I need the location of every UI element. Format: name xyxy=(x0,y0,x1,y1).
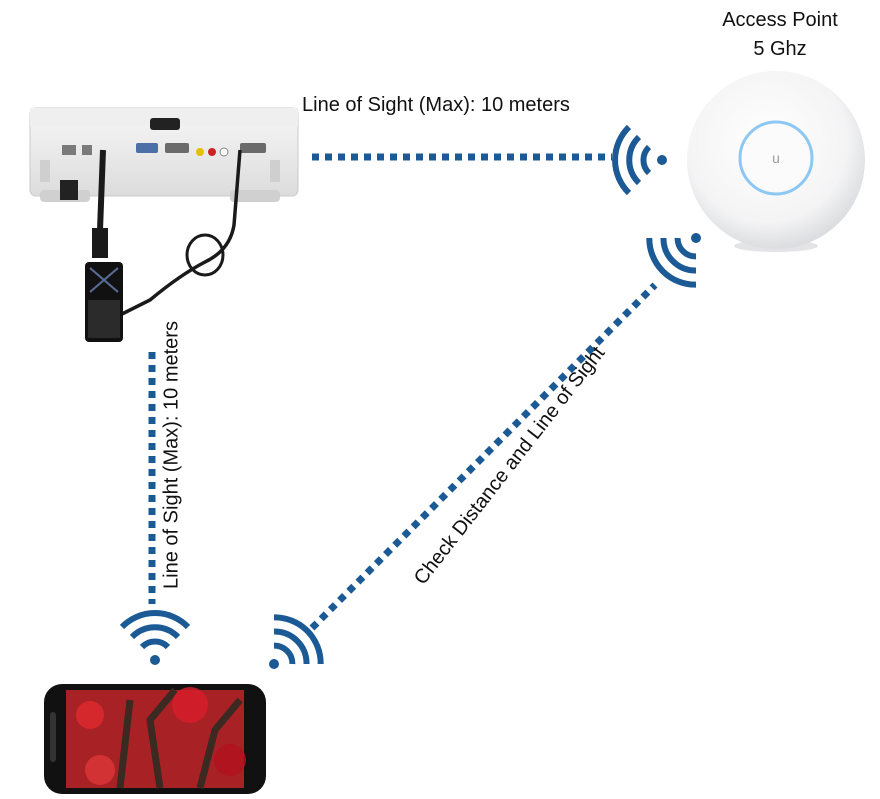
wifi-icon xyxy=(269,614,324,669)
projector-icon xyxy=(29,107,299,342)
wifi-icon xyxy=(646,233,701,288)
access-point-title: Access Point xyxy=(722,9,838,31)
link-phone-to-ap xyxy=(309,282,658,631)
smartphone-icon xyxy=(44,684,266,794)
access-point-icon: u xyxy=(687,71,865,252)
access-point-label: Access Point 5 Ghz xyxy=(700,6,860,64)
access-point-band: 5 Ghz xyxy=(753,38,807,60)
wifi-icon xyxy=(612,124,667,196)
projector-ap-link-label: Line of Sight (Max): 10 meters xyxy=(302,94,570,116)
projector-phone-link-label: Line of Sight (Max): 10 meters xyxy=(160,321,183,589)
svg-text:u: u xyxy=(772,150,780,166)
wifi-icon xyxy=(119,610,191,665)
